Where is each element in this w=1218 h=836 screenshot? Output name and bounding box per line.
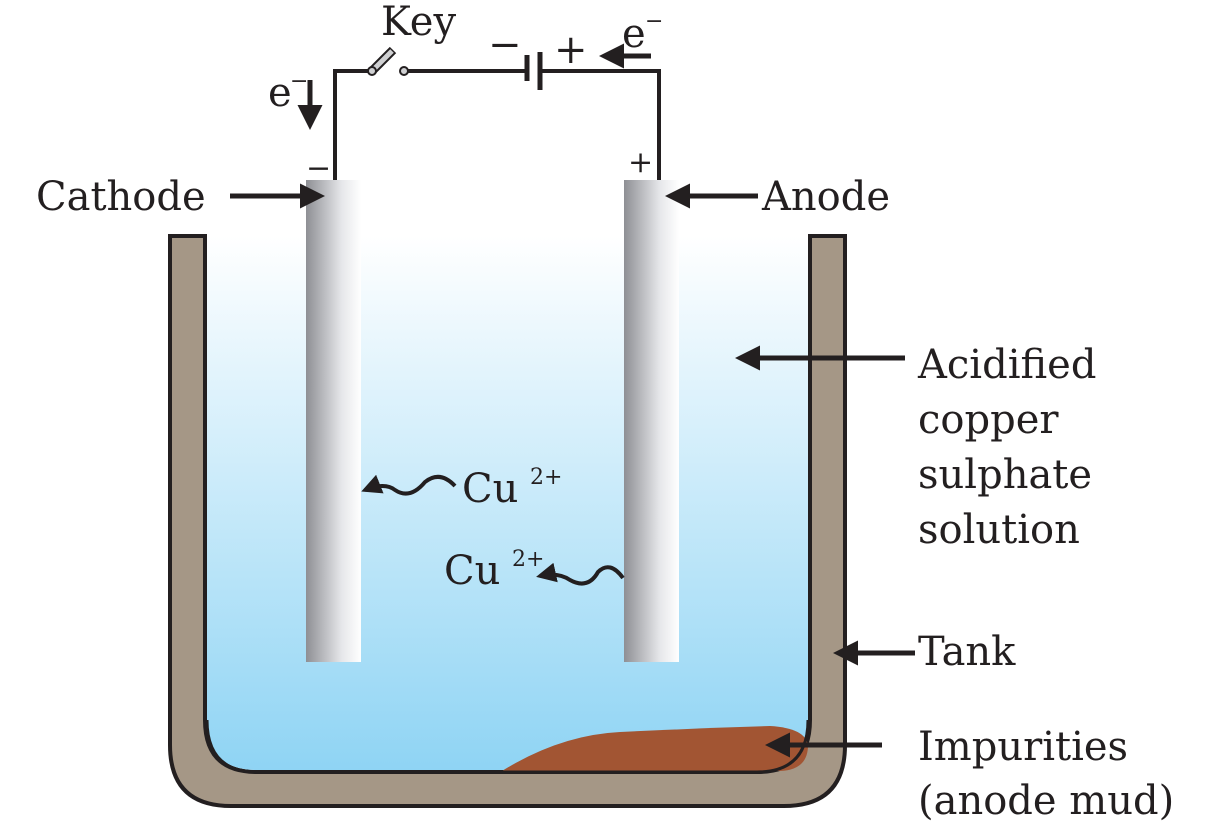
anode-sign: + [628, 145, 653, 180]
svg-text:−: − [290, 69, 308, 94]
solution-label-line-2: copper [918, 397, 1059, 443]
svg-text:−: − [645, 9, 663, 34]
solution-label-line-1: Acidified [917, 342, 1096, 388]
ion-charge-2: 2+ [512, 547, 544, 572]
ion-label-2: Cu [444, 548, 500, 594]
solution-label-line-3: sulphate [918, 452, 1092, 498]
impurities-label-line-2: (anode mud) [918, 778, 1174, 824]
ion-path-to-cathode [361, 474, 457, 496]
anode-label: Anode [761, 174, 890, 220]
anode-mud [502, 726, 808, 771]
cathode-sign: − [306, 151, 331, 186]
ion-label-1: Cu [462, 466, 518, 512]
battery-positive-sign: + [554, 27, 588, 73]
key-label: Key [381, 0, 456, 45]
ion-charge-1: 2+ [530, 465, 562, 490]
battery-negative-sign: − [488, 22, 522, 68]
tank-label: Tank [918, 629, 1016, 675]
circuit-wire-right [540, 69, 661, 180]
cathode-label: Cathode [36, 174, 206, 220]
electron-label-left: e [268, 70, 292, 116]
circuit-wire-left [333, 69, 371, 180]
electron-label-top: e [622, 11, 646, 57]
solution-label-line-4: solution [918, 507, 1080, 553]
anode-electrode [624, 180, 679, 662]
cathode-electrode [306, 180, 361, 662]
ion-path-from-anode [536, 562, 625, 586]
impurities-label-line-1: Impurities [918, 724, 1128, 770]
